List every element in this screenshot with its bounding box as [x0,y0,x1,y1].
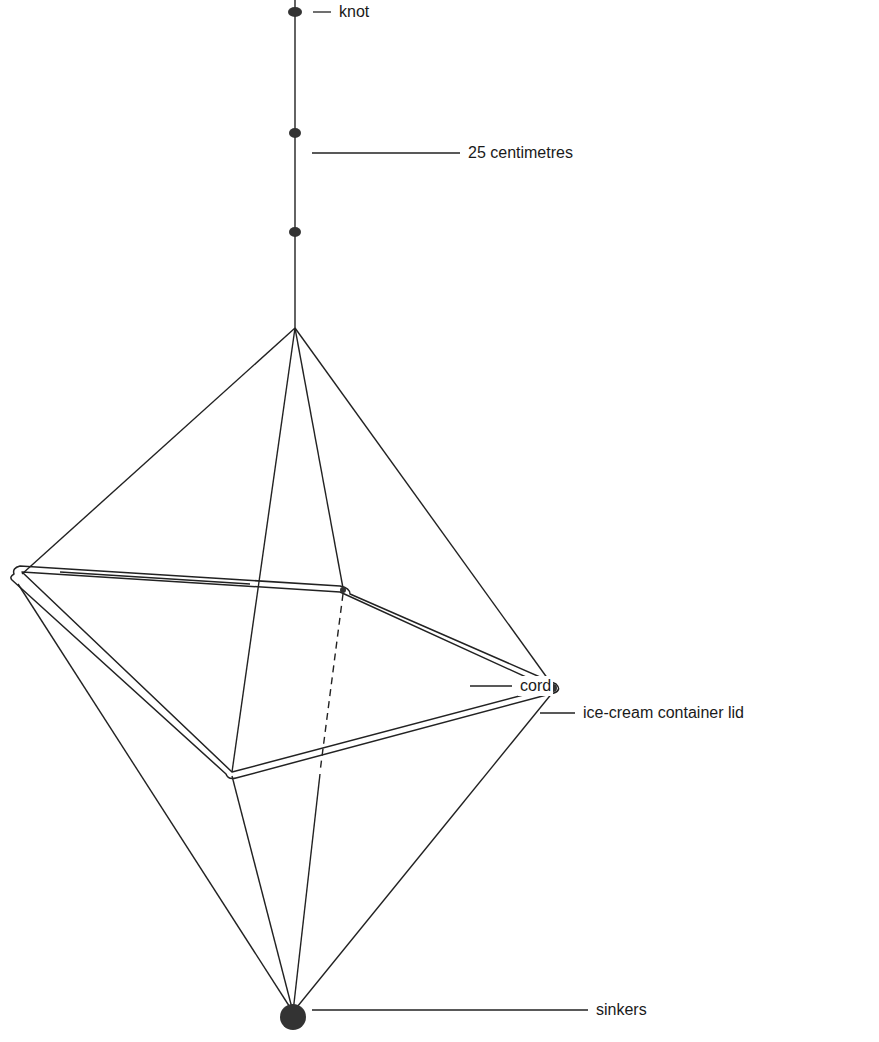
sinker-weight [280,1004,306,1030]
leader-lines [312,12,588,1010]
container-lid [11,566,559,779]
knots [288,7,302,237]
cord-tie [340,587,346,593]
part-label: cord [518,676,553,695]
part-label: sinkers [594,1000,649,1019]
knot-label: knot [337,2,371,21]
length-label: 25 centimetres [466,143,575,162]
part-label: ice-cream container lid [581,703,746,722]
